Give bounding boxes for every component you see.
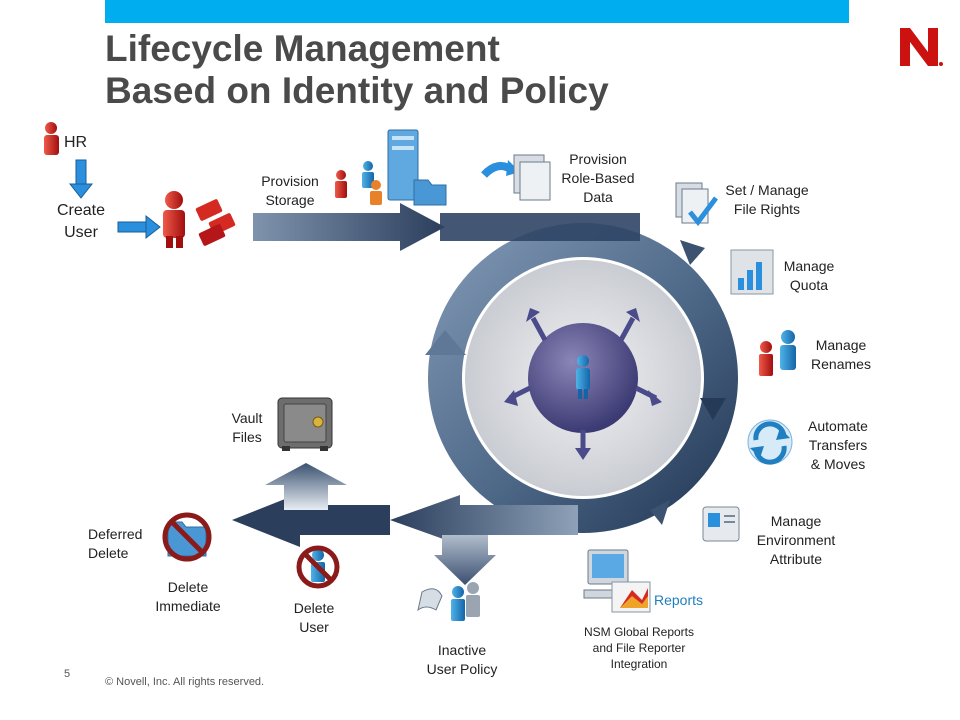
- create-user-line-1: Create: [56, 202, 106, 219]
- manage-renames-line-2: Renames: [811, 356, 871, 372]
- inactive-user-policy-label: Inactive User Policy: [414, 641, 510, 679]
- vault-files-label: Vault Files: [222, 409, 272, 447]
- nsm-integration-label: NSM Global Reports and File Reporter Int…: [574, 624, 704, 672]
- environment-line-3: Attribute: [769, 551, 823, 567]
- reports-monitor-icon: [583, 549, 651, 613]
- quota-chart-icon: [730, 249, 774, 295]
- inactive-line-2: User Policy: [426, 661, 498, 677]
- id-card-icon: [702, 506, 740, 542]
- inactive-line-1: Inactive: [437, 642, 487, 658]
- nsm-line-3: Integration: [610, 657, 668, 671]
- server-icon: [387, 129, 419, 201]
- delete-immediate-line-1: Delete: [167, 579, 209, 595]
- create-user-label: Create User: [50, 200, 112, 244]
- deferred-delete-line-2: Delete: [88, 545, 129, 561]
- user-cards-icon: [195, 199, 236, 246]
- inactive-down-arrow: [434, 535, 496, 585]
- vault-files-line-1: Vault: [231, 410, 263, 426]
- delete-user-label: Delete User: [284, 599, 344, 637]
- nsm-line-2: and File Reporter: [592, 641, 686, 655]
- inactive-users-icon: [417, 582, 480, 621]
- automate-line-3: & Moves: [810, 456, 866, 472]
- environment-attribute-label: Manage Environment Attribute: [746, 512, 846, 569]
- new-user-icon: [163, 191, 185, 248]
- novell-logo-icon: [900, 28, 943, 66]
- delete-user-line-1: Delete: [293, 600, 335, 616]
- automate-transfers-label: Automate Transfers & Moves: [798, 417, 878, 474]
- reports-label: Reports: [654, 592, 704, 608]
- storage-users-icon: [335, 161, 382, 205]
- vault-safe-icon: [277, 397, 333, 451]
- slide-title: Lifecycle Management Based on Identity a…: [105, 28, 609, 112]
- environment-line-1: Manage: [770, 513, 822, 529]
- manage-quota-line-1: Manage: [783, 258, 835, 274]
- copyright-footer: © Novell, Inc. All rights reserved.: [105, 676, 265, 688]
- transfer-sync-icon: [747, 419, 793, 465]
- hr-label: HR: [64, 134, 88, 151]
- provision-role-label: Provision Role-Based Data: [552, 150, 644, 207]
- environment-line-2: Environment: [756, 532, 836, 548]
- vault-up-arrow: [265, 463, 347, 510]
- nsm-line-1: NSM Global Reports: [583, 625, 695, 639]
- central-identity-hub: [504, 308, 662, 460]
- manage-quota-line-2: Quota: [789, 277, 829, 293]
- title-line-1: Lifecycle Management: [105, 28, 500, 69]
- provision-role-line-1: Provision: [569, 151, 627, 167]
- delete-user-icon: [296, 545, 340, 589]
- provision-storage-label: Provision Storage: [252, 172, 328, 210]
- create-user-arrow: [117, 214, 161, 240]
- delete-immediate-label: Delete Immediate: [146, 578, 230, 616]
- folder-icon: [413, 179, 447, 206]
- title-line-2: Based on Identity and Policy: [105, 70, 609, 111]
- hr-person-icon: [44, 122, 59, 155]
- file-rights-label: Set / Manage File Rights: [712, 181, 822, 219]
- file-rights-line-2: File Rights: [733, 201, 801, 217]
- rename-users-icon: [759, 330, 796, 376]
- deferred-delete-line-1: Deferred: [88, 526, 143, 542]
- automate-line-1: Automate: [808, 418, 868, 434]
- manage-renames-line-1: Manage: [815, 337, 867, 353]
- role-documents-icon: [481, 154, 551, 201]
- delete-immediate-line-2: Immediate: [155, 598, 221, 614]
- delete-user-line-2: User: [299, 619, 329, 635]
- deprovision-flow-arrow: [232, 493, 578, 547]
- provision-storage-line-2: Storage: [265, 192, 315, 208]
- delete-folder-icon: [162, 512, 212, 562]
- vault-files-line-2: Files: [232, 429, 262, 445]
- deferred-delete-label: Deferred Delete: [88, 525, 158, 563]
- provision-role-line-2: Role-Based: [561, 170, 635, 186]
- file-rights-icon: [675, 182, 718, 227]
- provision-role-line-3: Data: [583, 189, 613, 205]
- file-rights-line-1: Set / Manage: [725, 182, 809, 198]
- hr-down-arrow: [68, 159, 94, 199]
- manage-renames-label: Manage Renames: [801, 336, 881, 374]
- provision-storage-line-1: Provision: [261, 173, 319, 189]
- create-user-line-2: User: [64, 224, 98, 241]
- provision-flow-arrow: [253, 203, 640, 251]
- automate-line-2: Transfers: [808, 437, 868, 453]
- top-accent-bar: [105, 0, 849, 23]
- page-number: 5: [64, 668, 71, 680]
- manage-quota-label: Manage Quota: [774, 257, 844, 295]
